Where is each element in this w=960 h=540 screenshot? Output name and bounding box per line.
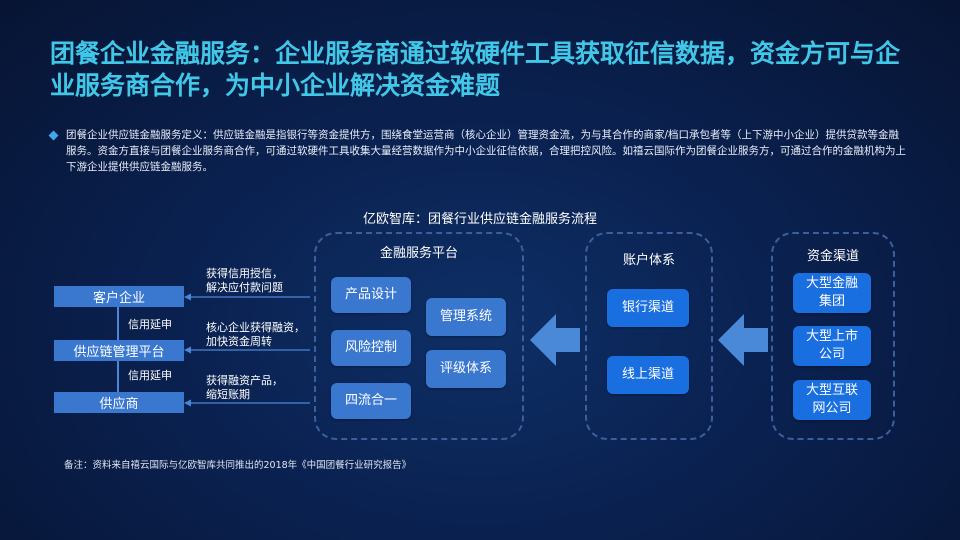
item-bank-channel: 银行渠道 bbox=[607, 289, 689, 327]
item-online-channel: 线上渠道 bbox=[607, 356, 689, 394]
arrow-label-2: 核心企业获得融资， 加快资金周转 bbox=[206, 321, 305, 348]
capital-channel-panel bbox=[771, 232, 895, 440]
item-product-design: 产品设计 bbox=[331, 277, 411, 313]
big-arrow-account-to-platform bbox=[530, 314, 580, 366]
arrow-label-1: 获得信用授信， 解决应付款问题 bbox=[206, 267, 283, 294]
item-risk-control: 风险控制 bbox=[331, 330, 411, 366]
arrow-head bbox=[184, 293, 191, 301]
item-listed-company: 大型上市 公司 bbox=[793, 326, 871, 366]
source-note: 备注：资料来自禧云国际与亿欧智库共同推出的2018年《中国团餐行业研究报告》 bbox=[64, 460, 412, 471]
finance-platform-title: 金融服务平台 bbox=[379, 246, 458, 261]
connector-label-2: 信用延申 bbox=[128, 369, 172, 382]
item-four-flows: 四流合一 bbox=[331, 383, 411, 419]
capital-channel-title: 资金渠道 bbox=[806, 249, 859, 264]
arrow-label-3: 获得融资产品， 缩短账期 bbox=[206, 374, 283, 401]
connector-label-1: 信用延申 bbox=[128, 318, 172, 331]
diagram-title: 亿欧智库：团餐行业供应链金融服务流程 bbox=[362, 212, 597, 227]
box-supplier: 供应商 bbox=[54, 392, 184, 413]
arrow-head bbox=[184, 346, 191, 354]
arrow-head bbox=[184, 399, 191, 407]
description-text: 团餐企业供应链金融服务定义：供应链金融是指银行等资金提供方，围绕食堂运营商（核心… bbox=[66, 129, 906, 173]
box-customer-enterprise: 客户企业 bbox=[54, 286, 184, 307]
page-title: 团餐企业金融服务：企业服务商通过软硬件工具获取征信数据，资金方可与企业服务商合作… bbox=[50, 39, 901, 100]
account-system-panel bbox=[585, 232, 713, 440]
box-supply-chain-platform: 供应链管理平台 bbox=[54, 340, 184, 361]
item-management-system: 管理系统 bbox=[426, 298, 506, 336]
finance-platform-panel bbox=[314, 232, 524, 440]
item-internet-company: 大型互联 网公司 bbox=[793, 380, 871, 420]
big-arrow-capital-to-account bbox=[718, 314, 768, 366]
item-rating-system: 评级体系 bbox=[426, 350, 506, 388]
account-system-title: 账户体系 bbox=[622, 253, 675, 268]
item-financial-group: 大型金融 集团 bbox=[793, 273, 871, 313]
